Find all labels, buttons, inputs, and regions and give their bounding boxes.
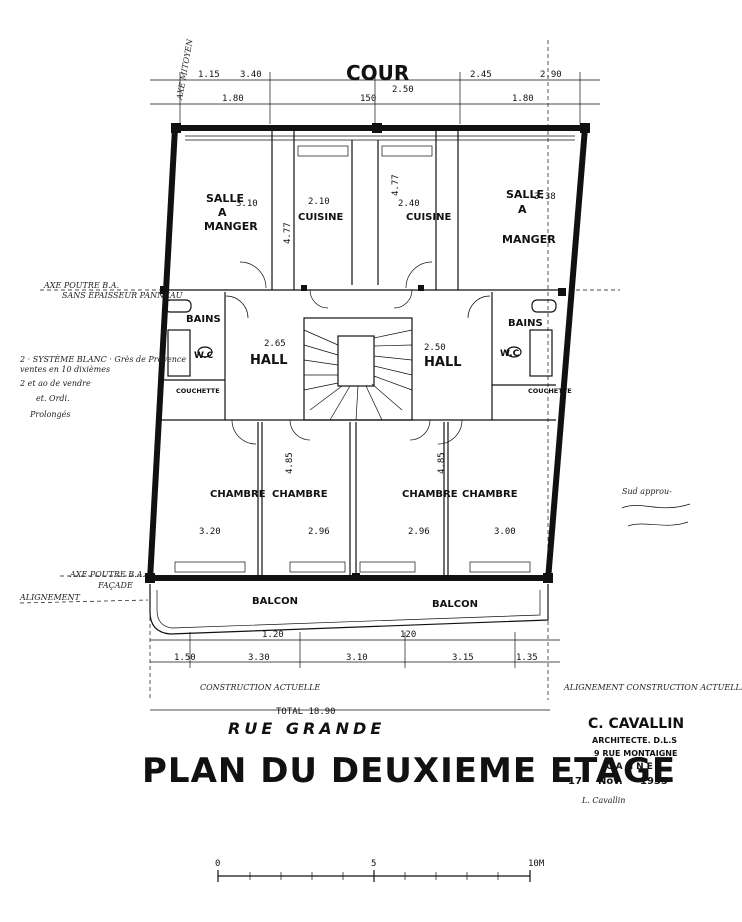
room-couchette-right: COUCHETTE — [528, 387, 572, 395]
interior-walls — [160, 130, 575, 576]
room-salle-left-1: SALLE — [206, 192, 244, 205]
dim-chambre-h-left: 4.85 — [285, 452, 295, 474]
room-balcon-right: BALCON — [432, 599, 478, 610]
scale-bar: 0 5 10M — [215, 859, 545, 882]
room-salle-left-3: MANGER — [204, 220, 258, 233]
scale-five: 5 — [371, 859, 376, 869]
architect-title: ARCHITECTE. D.L.S — [592, 736, 677, 745]
dim-bot-4: 3.15 — [452, 653, 474, 663]
room-salle-right-2: A — [518, 203, 527, 216]
scale-ten: 10M — [528, 859, 545, 869]
top-dimension-chain: 1.15 3.40 2.50 2.45 2.90 1.80 150 1.80 — [150, 70, 600, 124]
dim-top-1: 1.15 — [198, 70, 220, 80]
room-hall-left: HALL — [250, 353, 288, 368]
room-hall-right: HALL — [424, 355, 462, 370]
dim-chambre-w-4: 3.00 — [494, 527, 516, 537]
axe-poutre-note: SANS ÉPAISSEUR PANNEAU — [62, 291, 183, 300]
court-label: COUR — [346, 61, 409, 85]
dim-chambre-w-3: 2.96 — [408, 527, 430, 537]
dim-cuisine-right: 2.40 — [398, 199, 420, 209]
note-line-5: Prolongés — [29, 410, 71, 419]
date-year: 1935 — [640, 776, 668, 787]
dim-top-4: 2.45 — [470, 70, 492, 80]
room-chambre-4: CHAMBRE — [462, 489, 518, 500]
room-wc-left: W.C — [194, 351, 214, 361]
room-labels: SALLE A MANGER SALLE A MANGER CUISINE CU… — [176, 188, 572, 610]
dim-top-2: 3.40 — [240, 70, 262, 80]
dim-h477-a: 4.77 — [283, 222, 293, 244]
dim-top-6: 1.80 — [222, 94, 244, 104]
room-couchette-left: COUCHETTE — [176, 387, 220, 395]
room-chambre-2: CHAMBRE — [272, 489, 328, 500]
room-salle-left-2: A — [218, 206, 227, 219]
dim-chambre-w-2: 2.96 — [308, 527, 330, 537]
alignement-left: ALIGNEMENT — [19, 593, 81, 602]
dim-chambre-w-1: 3.20 — [199, 527, 221, 537]
room-chambre-1: CHAMBRE — [210, 489, 266, 500]
stair-treads — [303, 329, 413, 421]
dim-bot-3: 3.10 — [346, 653, 368, 663]
room-salle-right-1: SALLE — [506, 188, 544, 201]
structural-posts — [145, 123, 590, 583]
dim-total: TOTAL 18.90 — [276, 707, 336, 717]
alignement-right: ALIGNEMENT CONSTRUCTION ACTUELLE — [563, 683, 742, 692]
dim-bot-5: 1.35 — [516, 653, 538, 663]
dim-hall-right: 2.50 — [424, 343, 446, 353]
dim-bot-1: 1.50 — [174, 653, 196, 663]
plan-title: PLAN DU DEUXIEME ETAGE — [142, 751, 676, 791]
axis-lines — [19, 40, 620, 700]
street-name: RUE GRANDE — [228, 719, 385, 738]
dim-hall-left: 2.65 — [264, 339, 286, 349]
architect-name: C. CAVALLIN — [588, 716, 684, 732]
dim-bot-6: 1.20 — [262, 630, 284, 640]
architect-city: CANNES — [606, 762, 665, 772]
dim-top-3: 2.50 — [392, 85, 414, 95]
dim-top-7: 150 — [360, 94, 376, 104]
dim-chambre-h-right: 4.85 — [437, 452, 447, 474]
dim-bot-2: 3.30 — [248, 653, 270, 663]
architect-signature: L. Cavallin — [581, 796, 625, 805]
construction-actuelle: CONSTRUCTION ACTUELLE — [200, 683, 320, 692]
date-day: 17 — [568, 776, 582, 787]
architect-address: 9 RUE MONTAIGNE — [594, 749, 677, 758]
annotations: AXE POUTRE B.A. SANS ÉPAISSEUR PANNEAU A… — [19, 281, 742, 692]
bottom-dimension-chain: 1.20 120 1.50 3.30 3.10 3.15 1.35 TOTAL … — [150, 630, 560, 717]
axe-poutre-bottom: AXE POUTRE B.A. — [69, 570, 145, 579]
title-block: RUE GRANDE PLAN DU DEUXIEME ETAGE C. CAV… — [142, 716, 684, 805]
date-month: Nov. — [598, 776, 623, 787]
room-cuisine-left: CUISINE — [298, 212, 343, 223]
dim-cuisine-left: 2.10 — [308, 197, 330, 207]
room-chambre-3: CHAMBRE — [402, 489, 458, 500]
dim-top-5: 2.90 — [540, 70, 562, 80]
axe-mitoyen-label: AXE MITOYEN — [175, 38, 195, 102]
interior-dimensions: 3.10 3.38 2.10 2.40 4.77 4.77 2.65 2.50 … — [199, 174, 556, 537]
dim-top-8: 1.80 — [512, 94, 534, 104]
axe-poutre-top: AXE POUTRE B.A. — [43, 281, 119, 290]
room-salle-right-3: MANGER — [502, 233, 556, 246]
dim-salle-left: 3.10 — [236, 199, 258, 209]
dim-salle-right: 3.38 — [534, 192, 556, 202]
room-wc-right: W.C — [500, 349, 520, 359]
scale-zero: 0 — [215, 859, 220, 869]
facade-label: FAÇADE — [97, 581, 133, 590]
room-bains-right: BAINS — [508, 318, 543, 329]
side-approval-note: Sud approu- — [622, 487, 672, 496]
room-cuisine-right: CUISINE — [406, 212, 451, 223]
sanitary-fixtures — [164, 299, 557, 377]
dim-bot-7: 120 — [400, 630, 416, 640]
note-line-1: 2 · SYSTÈME BLANC · Grès de Provence — [19, 355, 186, 364]
room-bains-left: BAINS — [186, 314, 221, 325]
note-line-4: et. Ordi. — [36, 394, 70, 403]
note-line-2: ventes en 10 dixièmes — [20, 365, 110, 374]
room-balcon-left: BALCON — [252, 596, 298, 607]
note-line-3: 2 et ao de vendre — [19, 379, 91, 388]
door-swings — [225, 261, 491, 445]
dim-h477-b: 4.77 — [391, 174, 401, 196]
